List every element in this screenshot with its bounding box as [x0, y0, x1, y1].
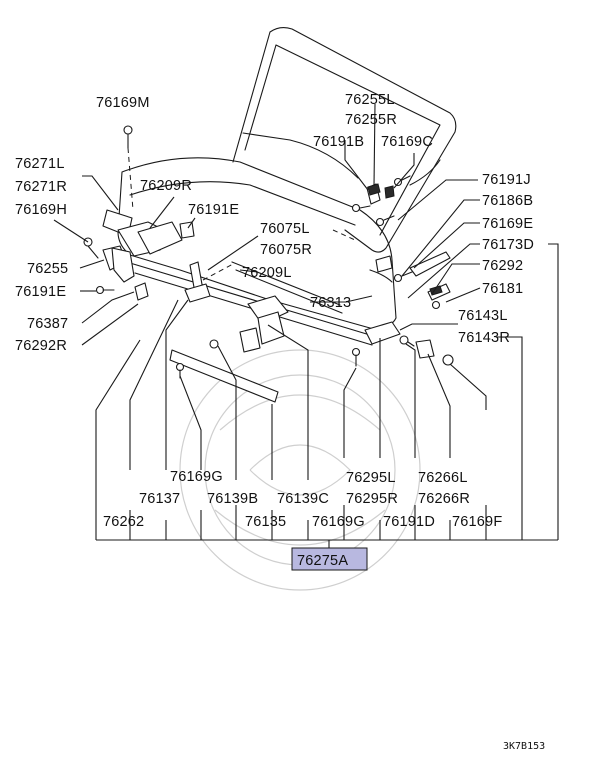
- callout-76169M: 76169M: [96, 95, 150, 111]
- callout-76191J: 76191J: [482, 172, 531, 188]
- callout-76266L: 76266L: [418, 470, 468, 486]
- callout-76186B: 76186B: [482, 193, 533, 209]
- bolt-icon: [351, 347, 361, 367]
- callout-76266R: 76266R: [418, 491, 470, 507]
- bolt-icon: [442, 354, 454, 366]
- callout-76292-right: 76292: [482, 258, 523, 274]
- bolt-icon: [399, 335, 415, 347]
- callout-76255R: 76255R: [345, 112, 397, 128]
- callout-76139C: 76139C: [277, 491, 329, 507]
- bolt-icon: [351, 203, 371, 213]
- callout-76173D: 76173D: [482, 237, 534, 253]
- fasteners: [83, 125, 454, 379]
- seat-back: [232, 26, 457, 253]
- callout-76169E: 76169E: [482, 216, 533, 232]
- bolt-icon: [95, 285, 115, 295]
- bolt-icon: [175, 362, 185, 379]
- callout-76169C: 76169C: [381, 134, 433, 150]
- callout-76191D: 76191D: [383, 514, 435, 530]
- callout-76169G-mid: 76169G: [170, 469, 223, 485]
- bracket-parts: [102, 183, 451, 359]
- callout-76313: 76313: [310, 295, 351, 311]
- callout-76209L: 76209L: [242, 265, 292, 281]
- callout-76075R: 76075R: [260, 242, 312, 258]
- bolt-icon: [393, 175, 411, 187]
- dashed-lines: [127, 147, 356, 281]
- callout-76262: 76262: [103, 514, 144, 530]
- callout-76139B: 76139B: [207, 491, 258, 507]
- callout-76271R: 76271R: [15, 179, 67, 195]
- cushion-frame: [129, 261, 373, 346]
- callout-76295L: 76295L: [346, 470, 396, 486]
- leader-lines: [53, 103, 559, 548]
- bolt-icon: [393, 271, 413, 283]
- callout-76209R: 76209R: [140, 178, 192, 194]
- callout-76295R: 76295R: [346, 491, 398, 507]
- callout-76191E-left: 76191E: [15, 284, 66, 300]
- diagram-code: 3K7B153: [503, 741, 545, 752]
- callout-labels: 76169M 76255L 76255R 76191B 76169C 76271…: [15, 92, 534, 530]
- bolt-icon: [209, 339, 219, 349]
- callout-76143R: 76143R: [458, 330, 510, 346]
- callout-76135: 76135: [245, 514, 286, 530]
- callout-76271L: 76271L: [15, 156, 65, 172]
- callout-76169G-bot: 76169G: [312, 514, 365, 530]
- callout-76075L: 76075L: [260, 221, 310, 237]
- callout-76181: 76181: [482, 281, 523, 297]
- callout-76292R: 76292R: [15, 338, 67, 354]
- callout-76137: 76137: [139, 491, 180, 507]
- assembly-callout: 76275A: [291, 547, 368, 571]
- bolt-icon: [123, 125, 133, 149]
- bolt-icon: [375, 215, 395, 227]
- callout-76191E-top: 76191E: [188, 202, 239, 218]
- callout-76255L: 76255L: [345, 92, 395, 108]
- callout-76387: 76387: [27, 316, 68, 332]
- assembly-box: [291, 547, 368, 571]
- assembly-label: 76275A: [297, 553, 348, 569]
- strap-76135: [169, 349, 279, 403]
- callout-76169F: 76169F: [452, 514, 502, 530]
- callout-76143L: 76143L: [458, 308, 508, 324]
- bolt-icon: [431, 300, 441, 310]
- callout-76255: 76255: [27, 261, 68, 277]
- callout-76169H: 76169H: [15, 202, 67, 218]
- callout-76191B: 76191B: [313, 134, 364, 150]
